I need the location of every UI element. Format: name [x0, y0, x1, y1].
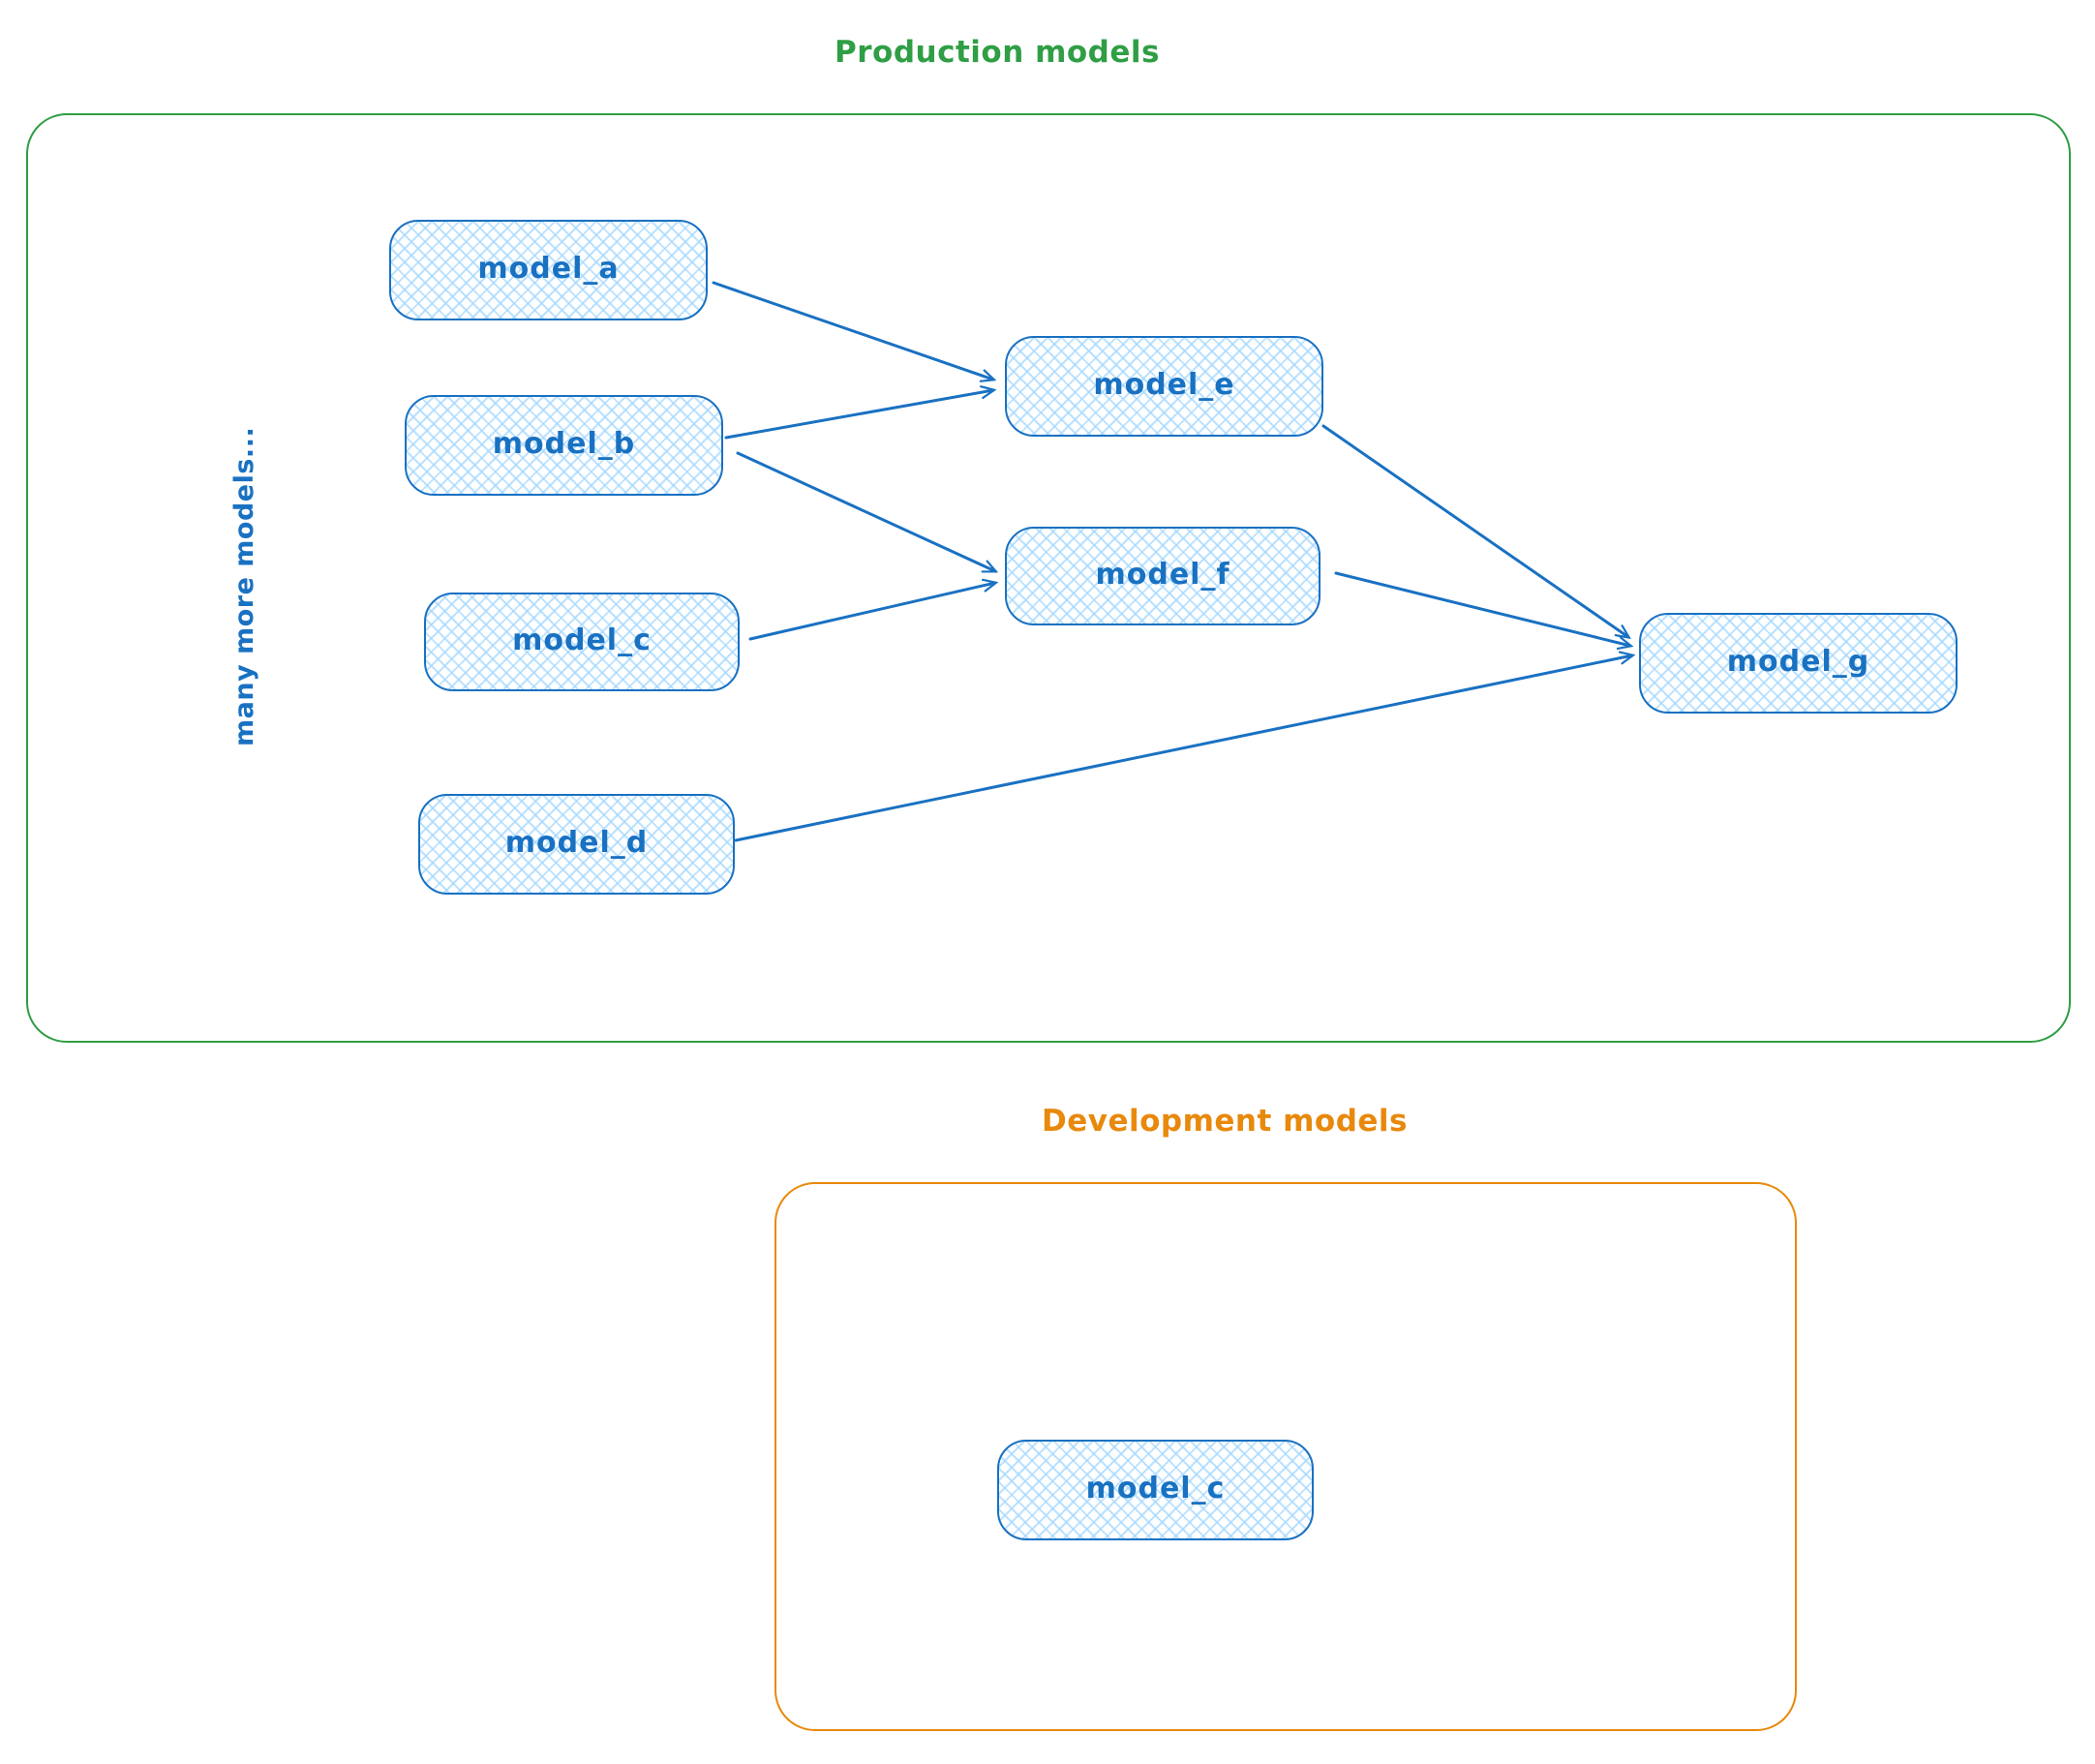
production-group-box: [26, 113, 2071, 1043]
node-label: model_e: [1093, 367, 1235, 402]
node-model-d[interactable]: model_d: [418, 794, 735, 895]
many-more-models-note: many more models...: [229, 426, 259, 746]
node-model-e[interactable]: model_e: [1005, 336, 1323, 437]
production-group-title: Production models: [835, 35, 1160, 70]
node-model-b[interactable]: model_b: [405, 395, 723, 496]
node-model-c-dev[interactable]: model_c: [997, 1440, 1314, 1540]
node-model-a[interactable]: model_a: [389, 220, 708, 320]
node-label: model_f: [1095, 557, 1230, 592]
development-group-box: [774, 1182, 1797, 1731]
node-model-c[interactable]: model_c: [424, 593, 740, 691]
node-label: model_a: [477, 251, 620, 286]
node-model-f[interactable]: model_f: [1005, 527, 1321, 625]
node-label: model_b: [492, 426, 636, 461]
node-label: model_c: [1085, 1471, 1226, 1505]
development-group-title: Development models: [1041, 1104, 1408, 1139]
node-label: model_c: [512, 623, 652, 657]
node-label: model_g: [1726, 644, 1870, 679]
node-label: model_d: [504, 825, 649, 860]
node-model-g[interactable]: model_g: [1639, 613, 1958, 714]
